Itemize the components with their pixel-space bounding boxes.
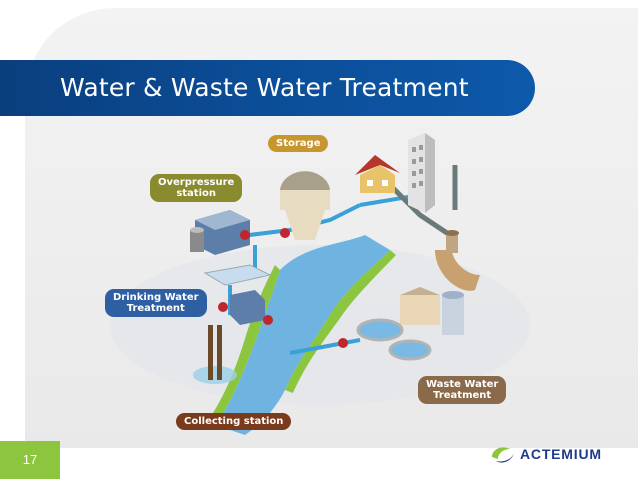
- water-treatment-illustration: [110, 133, 530, 435]
- apartment-building: [408, 133, 435, 213]
- title-banner: [0, 60, 535, 116]
- valve-icon: [218, 302, 228, 312]
- actemium-logo-icon: [492, 447, 514, 463]
- river: [215, 235, 390, 435]
- label-drinking-water-treatment: Drinking Water Treatment: [105, 289, 207, 317]
- river-bank-right: [285, 250, 396, 393]
- valve-icon: [280, 228, 290, 238]
- overpressure-station: [190, 210, 250, 255]
- label-overpressure-station: Overpressure station: [150, 174, 243, 202]
- valves: [218, 228, 348, 348]
- valve-icon: [240, 230, 250, 240]
- sewer-collector: [435, 230, 480, 291]
- slide-title: Water & Waste Water Treatment: [60, 73, 469, 102]
- page-number: 17: [22, 452, 38, 467]
- waste-water-plant: [356, 287, 464, 361]
- house: [355, 155, 400, 193]
- page-number-box: [0, 441, 60, 479]
- actemium-logo-text: ACTEMIUM: [520, 446, 602, 462]
- drinking-water-treatment: [203, 264, 272, 325]
- label-waste-water-treatment: Waste Water Treatment: [418, 376, 507, 404]
- waste-pipes: [388, 165, 458, 238]
- label-collecting-station: Collecting station: [176, 413, 292, 430]
- valve-icon: [338, 338, 348, 348]
- valve-icon: [263, 315, 273, 325]
- water-tower: [280, 171, 330, 240]
- label-storage: Storage: [268, 135, 329, 152]
- collecting-station: [193, 325, 237, 384]
